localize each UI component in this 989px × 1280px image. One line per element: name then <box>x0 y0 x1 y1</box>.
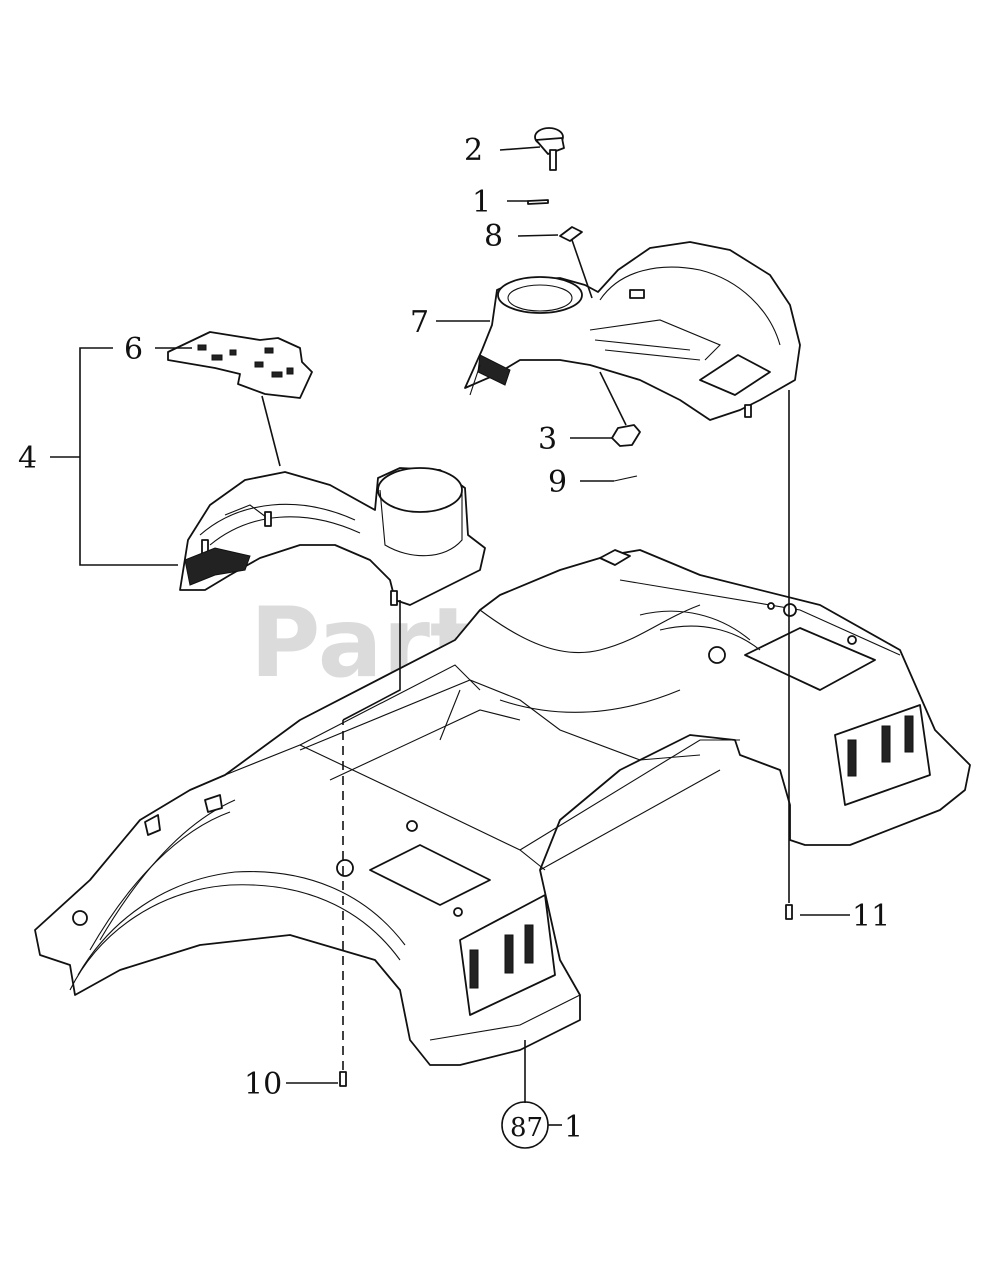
callout-2: 2 <box>464 133 483 168</box>
reference-suffix: 1 <box>564 1110 583 1145</box>
leader-lines <box>50 146 850 1126</box>
reference-circle-label: 87 <box>510 1113 543 1143</box>
console-part <box>464 241 801 421</box>
knob-part <box>534 127 565 171</box>
callout-10: 10 <box>244 1067 282 1102</box>
reference-callout: 87 1 <box>501 1101 583 1149</box>
callout-9: 9 <box>548 465 567 500</box>
callout-3: 3 <box>538 422 557 457</box>
callout-6: 6 <box>124 332 143 367</box>
clip-part <box>559 226 583 242</box>
callout-8: 8 <box>484 219 503 254</box>
callout-1: 1 <box>472 185 491 220</box>
callout-4: 4 <box>18 441 37 476</box>
decal-part <box>167 331 313 399</box>
callout-11: 11 <box>852 899 890 934</box>
bolt-11-part <box>785 904 793 920</box>
rear-fender-body <box>34 549 971 1066</box>
callout-labels: 2 1 8 7 6 4 3 9 11 10 <box>18 133 890 1102</box>
dash-panel-assembly <box>179 467 486 606</box>
pin-part <box>527 199 549 205</box>
callout-7: 7 <box>410 305 429 340</box>
bracket-part <box>611 424 641 447</box>
spring-part <box>613 475 638 482</box>
bolt-10-part <box>339 1071 347 1087</box>
